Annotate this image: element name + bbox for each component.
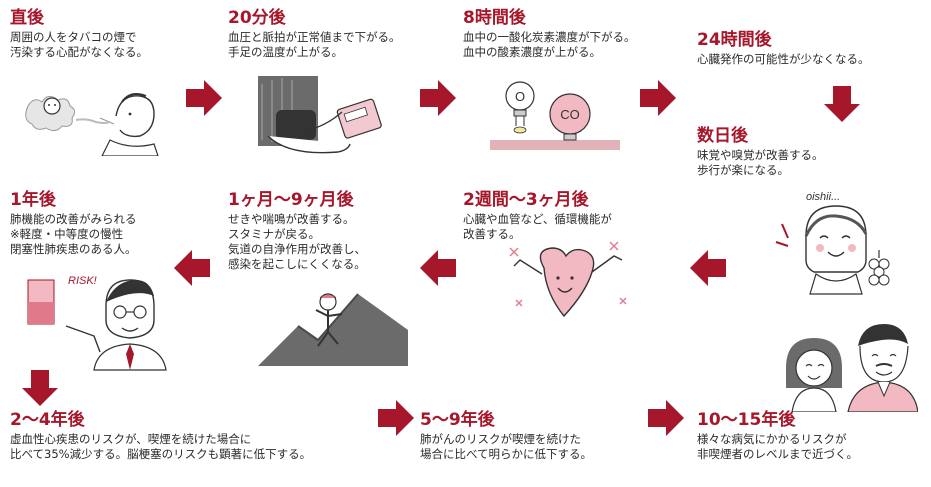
stage-line: 心臓発作の可能性が少なくなる。 xyxy=(697,52,870,66)
stage-2-4-years: 2〜4年後 虚血性心疾患のリスクが、喫煙を続けた場合に 比べて35%減少する。脳… xyxy=(10,410,311,462)
arrow-right-icon xyxy=(648,400,684,436)
stage-line: 歩行が楽になる。 xyxy=(697,163,789,177)
woman-tasting-grapes-icon: oishii... xyxy=(775,191,890,295)
risk-label: RISK! xyxy=(68,275,97,287)
stage-line: 閉塞性肺疾患のある人。 xyxy=(10,242,137,256)
stage-line: 心臓や血管など、循環機能が xyxy=(463,212,612,226)
stage-line: 味覚や嗅覚が改善する。 xyxy=(697,148,824,162)
person-exhaling-smoke-icon xyxy=(25,93,159,156)
stage-line: せきや喘鳴が改善する。 xyxy=(228,212,355,226)
stage-line: 汚染する心配がなくなる。 xyxy=(10,45,148,59)
stage-title: 5〜9年後 xyxy=(420,410,495,430)
stage-line: 感染を起こしにくくなる。 xyxy=(228,257,366,271)
stage-2weeks-3months: 2週間〜3ヶ月後 心臓や血管など、循環機能が 改善する。 xyxy=(463,190,612,242)
stage-20-minutes: 20分後 血圧と脈拍が正常値まで下がる。 手足の温度が上がる。 xyxy=(228,8,401,60)
arrow-right-icon xyxy=(186,80,222,116)
blood-pressure-cuff-icon xyxy=(258,76,382,154)
stage-1-year: 1年後 肺機能の改善がみられる ※軽度・中等度の慢性 閉塞性肺疾患のある人。 xyxy=(10,190,137,257)
arrow-down-icon xyxy=(22,370,58,406)
stage-line: 血中の酸素濃度が上がる。 xyxy=(463,45,601,59)
stage-line: 様々な病気にかかるリスクが xyxy=(697,432,847,446)
arrow-left-icon xyxy=(420,250,456,286)
stage-title: 2週間〜3ヶ月後 xyxy=(463,190,589,210)
man-with-risk-chart-icon: RISK! xyxy=(27,275,167,371)
stage-title: 数日後 xyxy=(697,126,748,146)
stage-title: 8時間後 xyxy=(463,8,526,28)
stage-5-9-years: 5〜9年後 肺がんのリスクが喫煙を続けた 場合に比べて明らかに低下する。 xyxy=(420,410,592,462)
stage-several-days: 数日後 味覚や嗅覚が改善する。 歩行が楽になる。 xyxy=(697,126,824,178)
stage-line: 非喫煙者のレベルまで近づく。 xyxy=(697,447,858,461)
stage-title: 1ヶ月〜9ヶ月後 xyxy=(228,190,354,210)
stage-immediately: 直後 周囲の人をタバコの煙で 汚染する心配がなくなる。 xyxy=(10,8,148,60)
stage-line: 気道の自浄作用が改善し、 xyxy=(228,242,366,256)
arrow-right-icon xyxy=(378,400,414,436)
stage-line: 改善する。 xyxy=(463,227,521,241)
stage-line: ※軽度・中等度の慢性 xyxy=(10,227,124,241)
runner-climbing-icon xyxy=(258,293,408,366)
stage-line: 肺がんのリスクが喫煙を続けた xyxy=(420,432,581,446)
stage-line: 周囲の人をタバコの煙で xyxy=(10,30,137,44)
stage-title: 10〜15年後 xyxy=(697,410,796,430)
stage-line: 肺機能の改善がみられる xyxy=(10,212,137,226)
stage-title: 20分後 xyxy=(228,8,286,28)
stage-24-hours: 24時間後 心臓発作の可能性が少なくなる。 xyxy=(697,30,870,67)
arrow-left-icon xyxy=(174,250,210,286)
arrow-left-icon xyxy=(690,250,726,286)
stage-10-15-years: 10〜15年後 様々な病気にかかるリスクが 非喫煙者のレベルまで近づく。 xyxy=(697,410,858,462)
happy-heart-icon xyxy=(509,241,627,318)
stage-line: 虚血性心疾患のリスクが、喫煙を続けた場合に xyxy=(10,432,252,446)
oxygen-co-bulbs-icon: O CO xyxy=(490,81,620,150)
arrow-right-icon xyxy=(420,80,456,116)
arrow-right-icon xyxy=(640,80,676,116)
co-bulb-label: CO xyxy=(560,107,580,122)
stage-1-9-months: 1ヶ月〜9ヶ月後 せきや喘鳴が改善する。 スタミナが戻る。 気道の自浄作用が改善… xyxy=(228,190,366,272)
stage-title: 24時間後 xyxy=(697,30,772,50)
stage-line: 手足の温度が上がる。 xyxy=(228,45,343,59)
stage-line: スタミナが戻る。 xyxy=(228,227,320,241)
stage-8-hours: 8時間後 血中の一酸化炭素濃度が下がる。 血中の酸素濃度が上がる。 xyxy=(463,8,636,60)
stage-line: 血圧と脈拍が正常値まで下がる。 xyxy=(228,30,401,44)
stage-line: 場合に比べて明らかに低下する。 xyxy=(420,447,593,461)
stage-title: 2〜4年後 xyxy=(10,410,85,430)
o-bulb-label: O xyxy=(515,89,525,104)
arrow-down-icon xyxy=(824,86,860,122)
happy-couple-icon xyxy=(786,324,918,412)
stage-title: 1年後 xyxy=(10,190,56,210)
stage-line: 血中の一酸化炭素濃度が下がる。 xyxy=(463,30,636,44)
oishii-label: oishii... xyxy=(806,191,840,203)
stage-title: 直後 xyxy=(10,8,44,28)
stage-line: 比べて35%減少する。脳梗塞のリスクも顕著に低下する。 xyxy=(10,447,312,461)
